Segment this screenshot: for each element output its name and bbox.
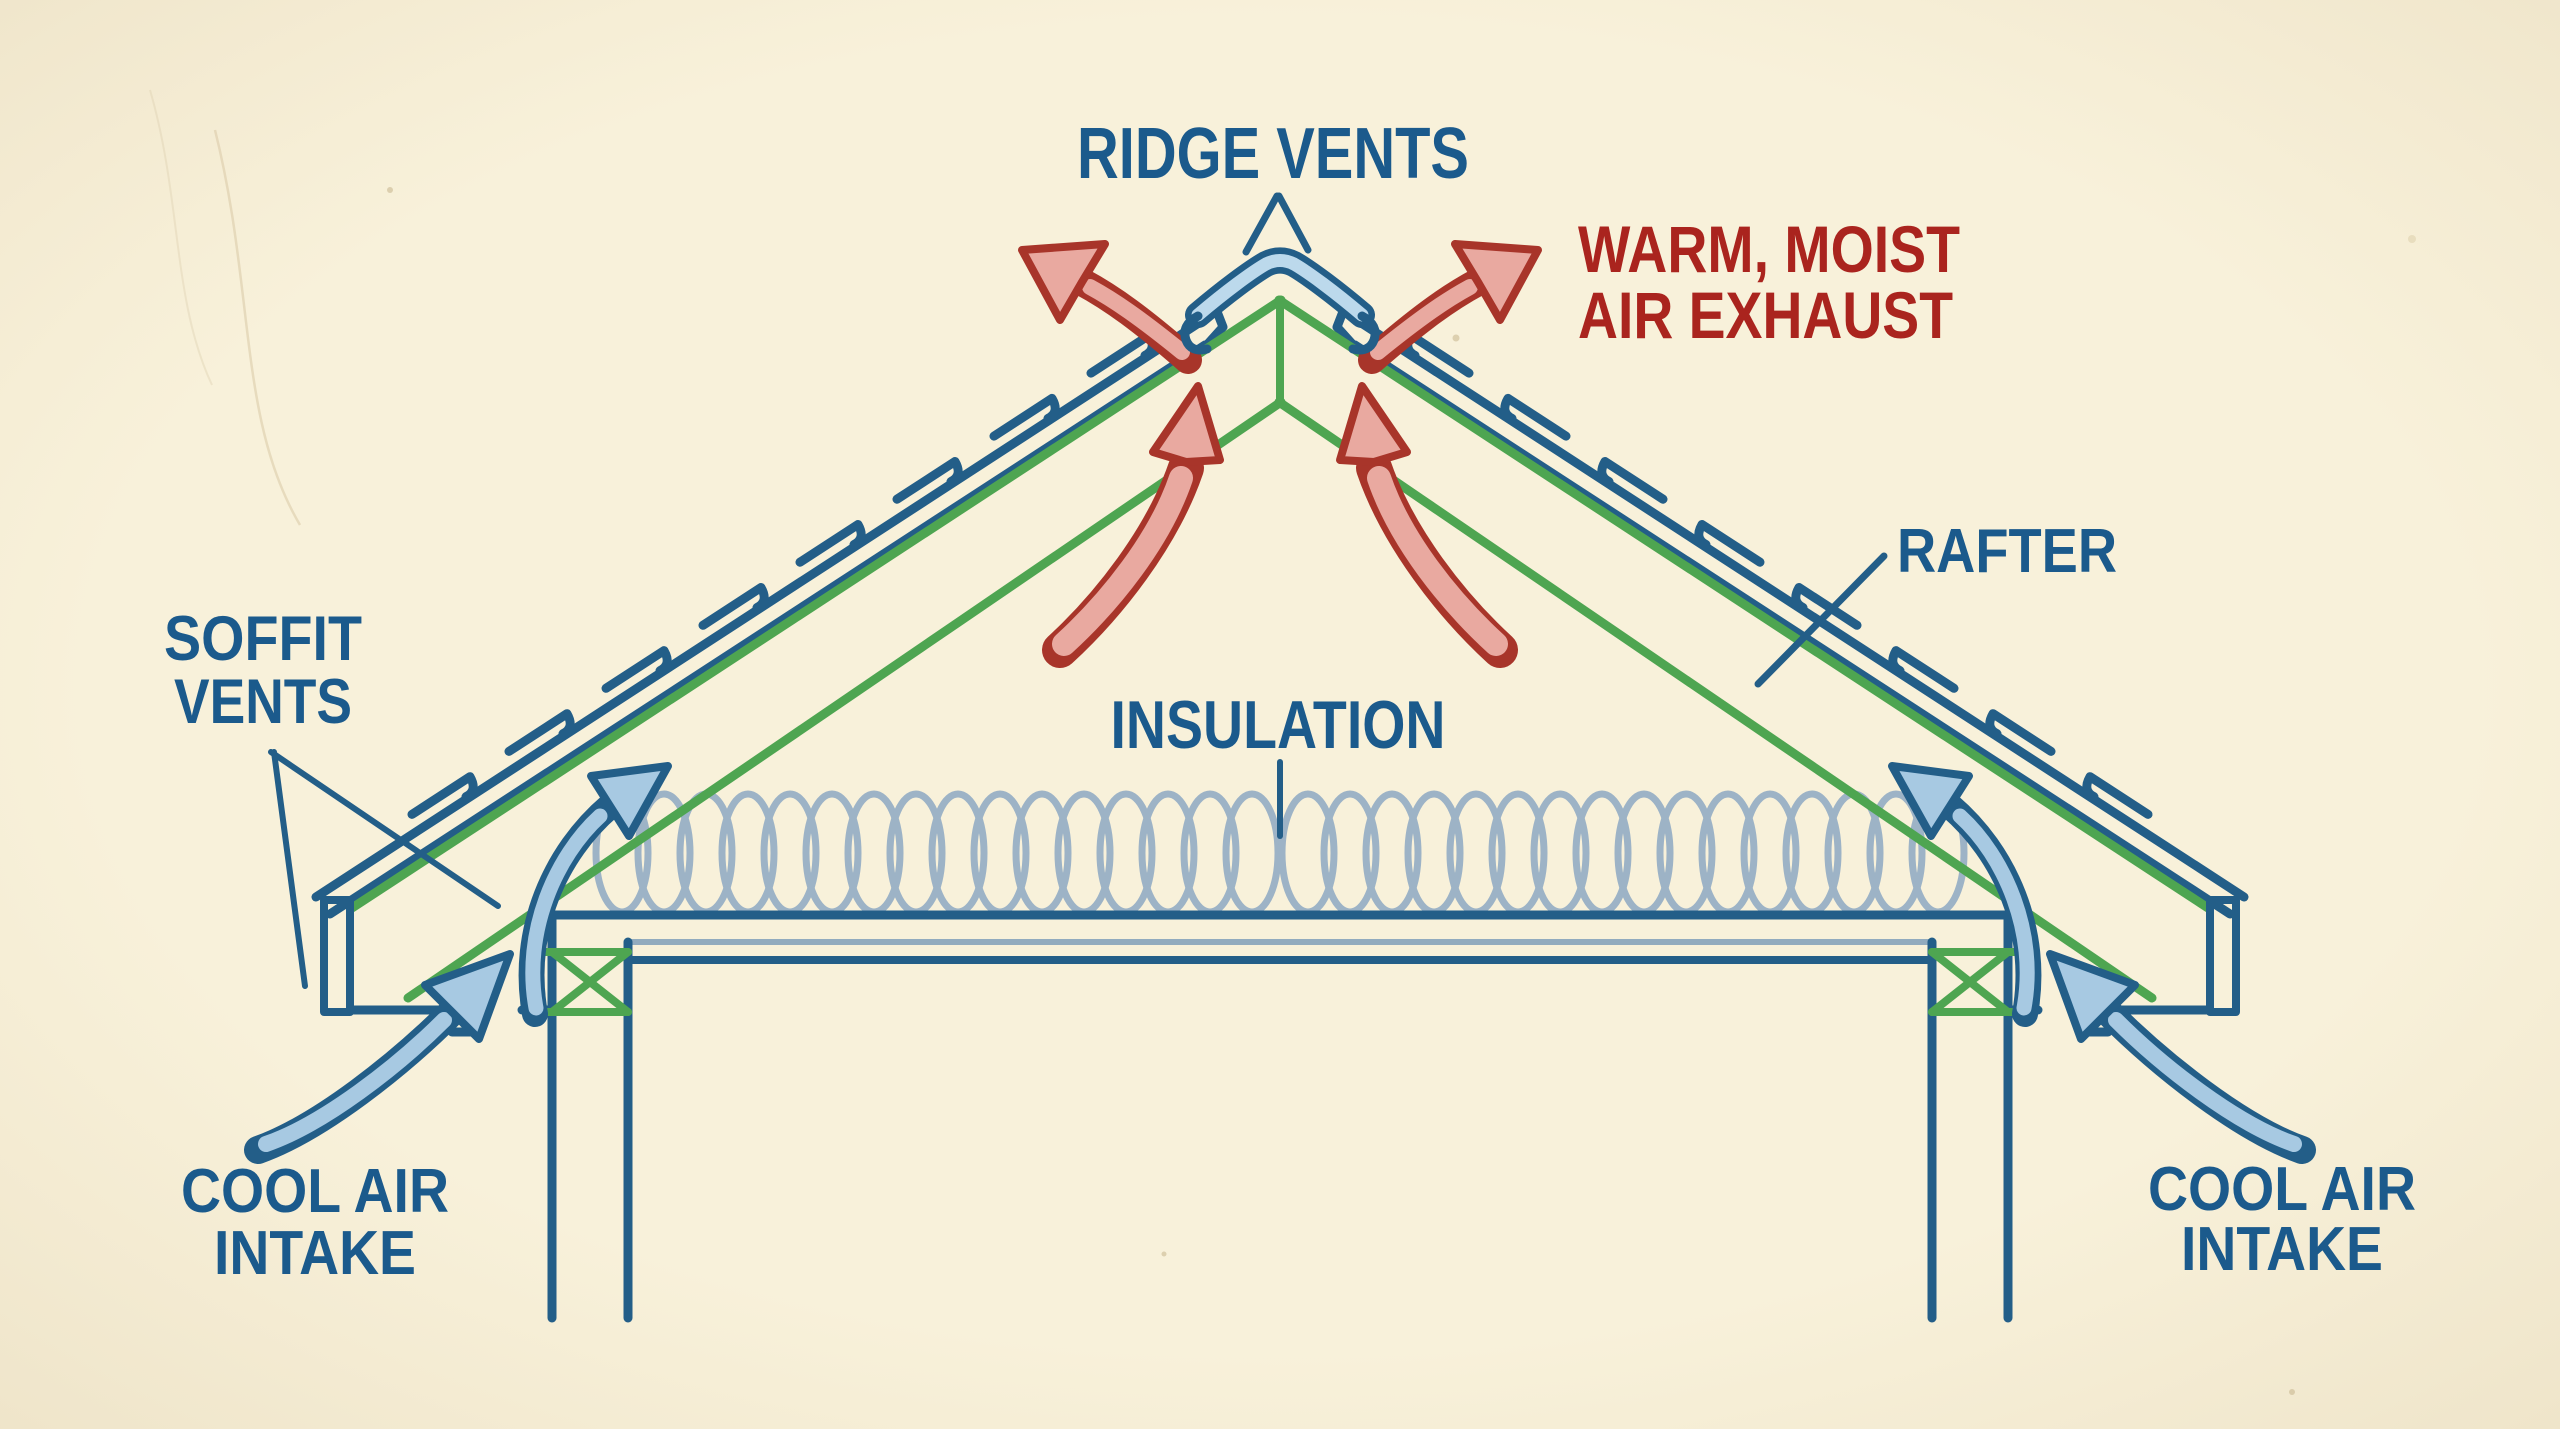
label-cool-air-intake-left-line2: INTAKE <box>214 1219 416 1288</box>
ridge-assembly <box>1180 192 1380 406</box>
label-cool-air-intake-right-line2: INTAKE <box>2181 1215 2383 1284</box>
label-soffit-vents-line1: SOFFIT <box>164 604 362 674</box>
label-rafter: RAFTER <box>1897 517 2117 586</box>
ridge-vents-caret <box>1242 192 1312 256</box>
label-warm-moist-air-exhaust-line2: AIR EXHAUST <box>1578 278 1953 352</box>
label-ridge-vents: RIDGE VENTS <box>1077 114 1469 194</box>
label-cool-air-intake-left-line1: COOL AIR <box>181 1157 449 1226</box>
soffit-vents-leader-lines <box>268 749 501 989</box>
ridge-cap-left-curl <box>1180 311 1212 355</box>
ridge-cap-right-curl <box>1348 311 1380 355</box>
label-warm-moist-air-exhaust-line1: WARM, MOIST <box>1578 212 1960 286</box>
label-insulation: INSULATION <box>1111 687 1446 763</box>
label-cool-air-intake-right-line1: COOL AIR <box>2148 1155 2416 1224</box>
rafter-leader-line <box>1754 552 1888 688</box>
ridge-cap-fill <box>1191 254 1369 322</box>
label-soffit-vents-line2: VENTS <box>174 667 352 737</box>
